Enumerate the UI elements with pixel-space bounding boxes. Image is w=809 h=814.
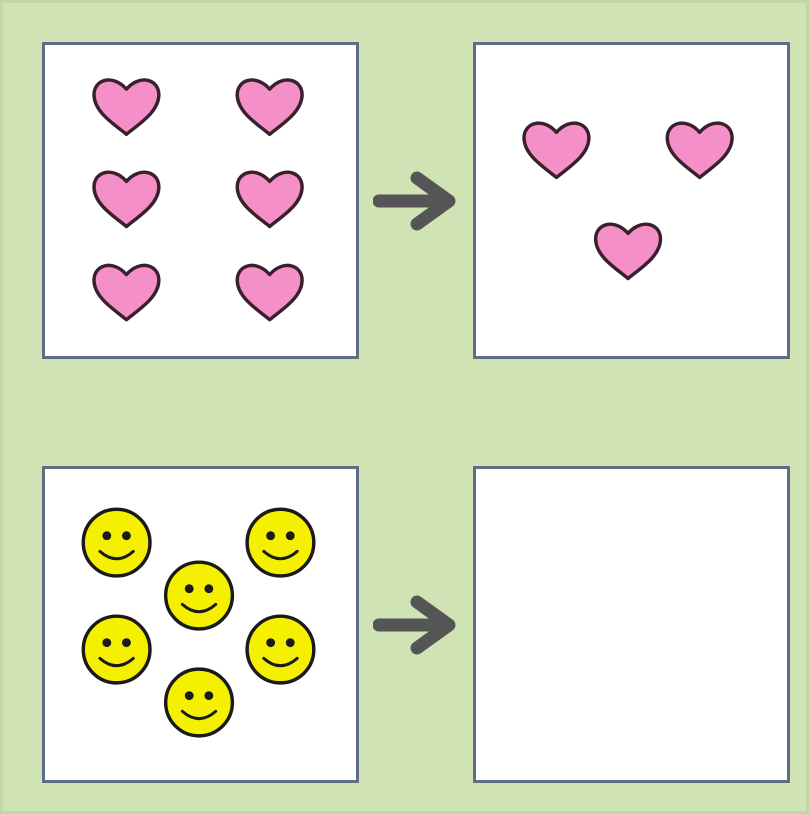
heart-icon xyxy=(593,222,663,281)
panel-bottom-right-empty xyxy=(473,466,790,783)
hearts-group-six xyxy=(92,78,304,322)
heart-icon xyxy=(92,263,161,322)
arrow-right-icon xyxy=(373,595,456,655)
heart-icon xyxy=(522,121,591,180)
heart-icon xyxy=(665,121,734,180)
heart-icon xyxy=(235,170,304,229)
smiley-face-icon xyxy=(81,507,152,578)
heart-icon xyxy=(235,263,304,322)
panel-bottom-left-smileys xyxy=(42,466,359,783)
hearts-group-three xyxy=(522,121,734,281)
smiley-face-icon xyxy=(81,614,152,685)
smiley-face-icon xyxy=(245,614,316,685)
panel-top-left-hearts xyxy=(42,42,359,359)
heart-icon xyxy=(92,170,161,229)
heart-icon xyxy=(235,78,304,136)
smiley-face-icon xyxy=(163,667,235,738)
smiley-face-icon xyxy=(245,507,316,578)
panel-top-right-hearts xyxy=(473,42,790,359)
smileys-group-six xyxy=(81,507,316,738)
arrow-right-icon xyxy=(373,171,456,231)
heart-icon xyxy=(92,78,161,136)
smiley-face-icon xyxy=(163,560,235,631)
